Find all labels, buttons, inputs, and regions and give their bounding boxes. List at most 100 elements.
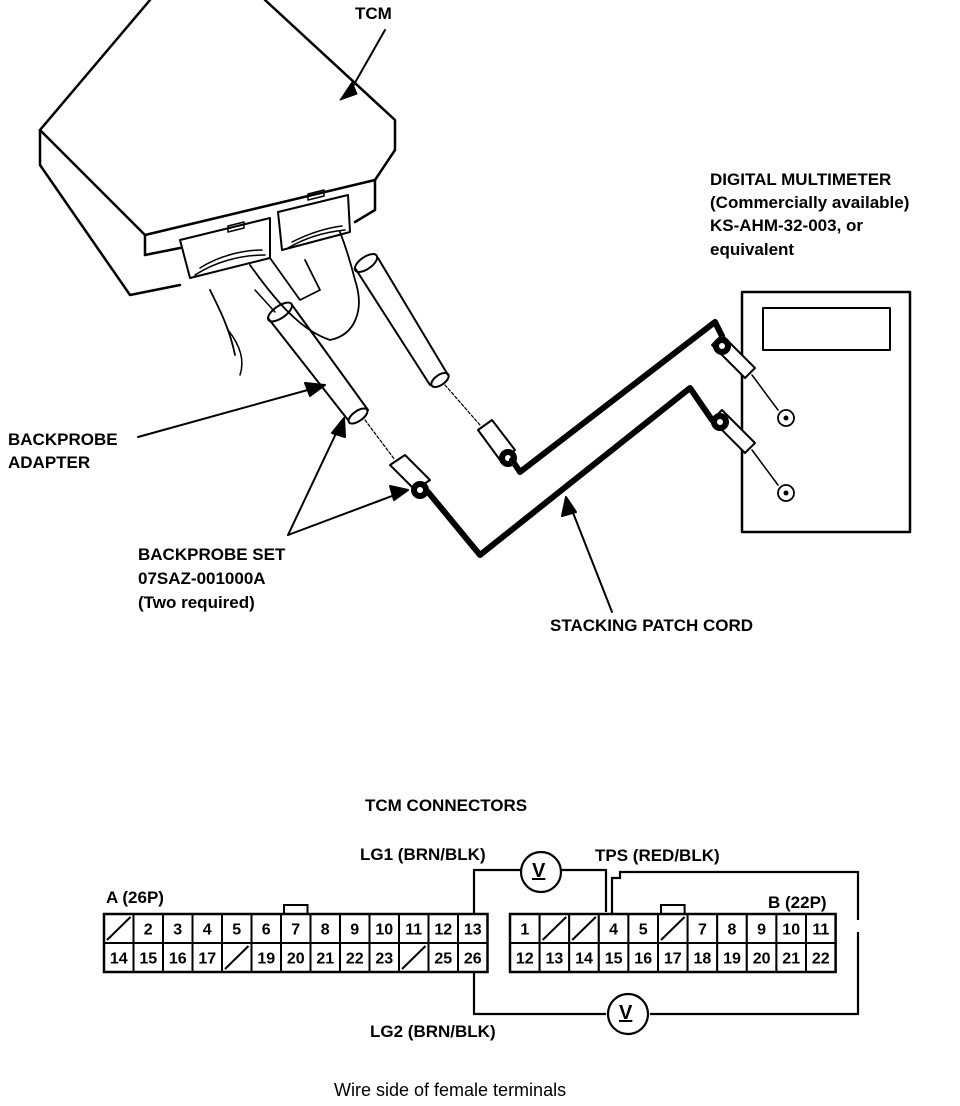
voltmeter-bottom-symbol: V	[619, 1002, 633, 1024]
backprobe-plug-left	[389, 454, 431, 499]
multimeter-label-line-2: (Commercially available)	[710, 193, 910, 212]
connectors-title: TCM CONNECTORS	[365, 796, 528, 815]
connector-b-pin-number: 13	[546, 951, 564, 968]
connector-a-pin-number: 10	[375, 922, 393, 939]
patch-cord-upper	[509, 319, 725, 475]
connector-a-empty-pin-slash	[106, 916, 132, 941]
connector-a-pin-number: 8	[321, 922, 330, 939]
tcm-unit	[38, 0, 397, 376]
connector-a-pin-cell	[368, 942, 400, 973]
multimeter-label-line-1: DIGITAL MULTIMETER	[710, 170, 892, 189]
wire-side-caption: Wire side of female terminals	[334, 1080, 567, 1100]
connector-a-pin-number: 26	[464, 951, 482, 968]
connector-b-pin-number: 11	[812, 922, 829, 939]
connector-a-locking-tab	[283, 904, 309, 915]
backprobe-adapter-left	[254, 289, 396, 461]
connector-b-pin-cell	[627, 942, 660, 973]
connector-b-pin-number: 14	[575, 951, 593, 968]
connector-a-label: A (26P)	[106, 888, 164, 907]
voltmeter-top-symbol: V	[532, 860, 546, 882]
connector-a-pin-cell	[398, 913, 430, 944]
patch-cord-lower	[425, 385, 715, 558]
connector-a-pin-number: 12	[434, 922, 452, 939]
connector-a-pin-number: 13	[464, 922, 482, 939]
lg2-label: LG2 (BRN/BLK)	[370, 1022, 496, 1041]
meter-plug-lower	[711, 409, 779, 486]
lg1-label: LG1 (BRN/BLK)	[360, 845, 486, 864]
connector-a-pin-number: 11	[405, 922, 422, 939]
connector-b-pin-number: 8	[728, 922, 737, 939]
connector-b-empty-pin-slash	[541, 916, 567, 941]
connector-a-pin-number: 22	[346, 951, 364, 968]
connector-b-pin-number: 1	[520, 922, 529, 939]
connector-a-pin-number: 21	[316, 951, 334, 968]
connector-b-pin-number: 7	[698, 922, 707, 939]
connector-a-pin-number: 19	[257, 951, 275, 968]
tcm-label: TCM	[355, 4, 392, 23]
connector-a-pin-number: 6	[262, 922, 271, 939]
connector-b-pin-number: 22	[812, 951, 830, 968]
connector-a-frame	[102, 912, 489, 974]
connector-b-pin-number: 12	[516, 951, 534, 968]
tcm-pointer	[339, 29, 386, 101]
backprobe-plug-right	[477, 419, 517, 467]
connector-b-pin-number: 4	[609, 922, 618, 939]
backprobe-adapter-right	[353, 253, 481, 426]
connector-a-pin-number: 4	[203, 922, 212, 939]
connector-b-locking-tab	[660, 904, 686, 915]
connector-a-pin-number: 5	[232, 922, 241, 939]
backprobe-adapter-pointer	[137, 382, 326, 438]
connector-a-pin-number: 15	[139, 951, 157, 968]
backprobe-set-label-line-2: 07SAZ-001000A	[138, 569, 266, 588]
connector-a-pin-number: 9	[350, 922, 359, 939]
multimeter-label-line-3: KS-AHM-32-003, or	[710, 216, 864, 235]
connector-b-pin-number: 20	[753, 951, 771, 968]
connector-b-frame	[508, 912, 837, 974]
connector-b-pin-number: 15	[605, 951, 623, 968]
connector-a-pin-number: 2	[144, 922, 153, 939]
backprobe-set-label-line-1: BACKPROBE SET	[138, 545, 286, 564]
patch-cord-pointer	[561, 496, 613, 613]
connector-a-pin-number: 17	[198, 951, 216, 968]
connector-a-pin-number: 20	[287, 951, 305, 968]
connector-b-pin-number: 17	[664, 951, 682, 968]
connector-b-pin-number: 21	[782, 951, 800, 968]
backprobe-set-pointer	[287, 417, 409, 536]
connector-b-pin-number: 9	[757, 922, 766, 939]
connector-a-empty-pin-slash	[401, 945, 427, 970]
backprobe-adapter-label-line-1: BACKPROBE	[8, 430, 118, 449]
connector-b-pin-cell	[627, 913, 660, 944]
meter-plug-upper	[711, 334, 779, 411]
tps-label: TPS (RED/BLK)	[595, 846, 720, 865]
connector-b-empty-pin-slash	[571, 916, 597, 941]
patch-cord-label: STACKING PATCH CORD	[550, 616, 754, 635]
backprobe-set-label-line-3: (Two required)	[138, 593, 255, 612]
connector-b-pin-cell	[716, 942, 748, 973]
voltmeter-top	[519, 850, 563, 894]
connector-b-pin-number: 10	[782, 922, 800, 939]
lg1-tps-wire	[472, 868, 608, 932]
connector-a-pin-number: 16	[169, 951, 187, 968]
voltmeter-bottom	[606, 992, 650, 1036]
connector-b-empty-pin-slash	[660, 916, 686, 941]
connector-a-pin-cell	[457, 942, 489, 973]
connector-b-pin-number: 18	[694, 951, 712, 968]
connector-a-pin-number: 7	[291, 922, 300, 939]
connector-b-pin-number: 16	[634, 951, 652, 968]
connector-b-label: B (22P)	[768, 893, 827, 912]
connector-b-pin-number: 19	[723, 951, 741, 968]
lg2-wire	[472, 932, 860, 1016]
connector-a-pin-cell	[339, 913, 371, 944]
connector-b-pin-number: 5	[639, 922, 648, 939]
connector-a-empty-pin-slash	[224, 945, 250, 970]
multimeter-label-line-4: equivalent	[710, 240, 795, 259]
tps-wire-up	[610, 870, 860, 932]
connector-a-pin-number: 25	[434, 951, 452, 968]
connector-a-pin-number: 3	[173, 922, 182, 939]
connector-a-pin-cell	[280, 942, 312, 973]
